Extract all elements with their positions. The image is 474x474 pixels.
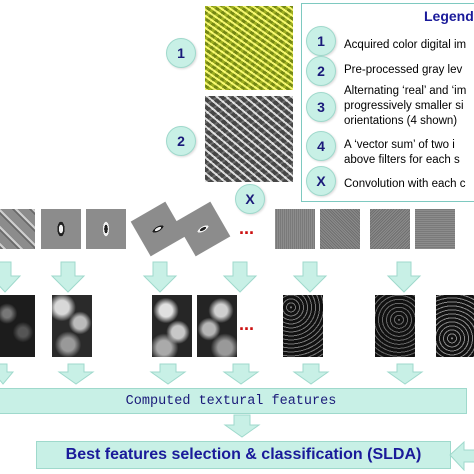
gabor-filter-7 <box>320 209 360 249</box>
feature-map-7 <box>436 295 474 357</box>
feature-map-4 <box>197 295 237 357</box>
computed-features-label: Computed textural features <box>125 393 337 409</box>
down-arrow-icon <box>0 363 15 385</box>
feature-map-3 <box>152 295 192 357</box>
gabor-filter-6 <box>275 209 315 249</box>
computed-features-bar: Computed textural features <box>0 388 467 414</box>
selection-classification-label: Best features selection & classification… <box>65 446 422 463</box>
grayscale-plant-image <box>205 96 293 182</box>
legend-text-4b: above filters for each s <box>344 154 460 166</box>
legend-text-3c: orientations (4 shown) <box>344 115 458 127</box>
gabor-filter-2 <box>41 209 81 249</box>
step-1-marker: 1 <box>166 38 196 68</box>
filter-ellipsis: ... <box>239 218 255 238</box>
down-arrow-icon <box>222 261 258 293</box>
legend-text-x: Convolution with each c <box>344 178 466 190</box>
legend-title: Legend: <box>424 8 474 24</box>
feature-map-6 <box>375 295 415 357</box>
gabor-filter-1 <box>0 209 35 249</box>
gabor-filter-9 <box>415 209 455 249</box>
down-arrow-icon <box>292 261 328 293</box>
step-2-marker: 2 <box>166 126 196 156</box>
arrow-row-1 <box>0 261 422 293</box>
selection-classification-bar: Best features selection & classification… <box>36 441 451 469</box>
feature-map-5 <box>283 295 323 357</box>
gabor-filter-8 <box>370 209 410 249</box>
color-plant-image <box>205 6 293 90</box>
legend-marker-4: 4 <box>306 131 336 161</box>
down-arrow-icon <box>50 261 86 293</box>
down-arrow-icon <box>0 261 22 293</box>
legend-box: Legend: 1 Acquired color digital im 2 Pr… <box>301 3 474 202</box>
feature-map-2 <box>52 295 92 357</box>
legend-marker-2: 2 <box>306 56 336 86</box>
arrow-to-selection <box>223 414 261 438</box>
legend-marker-1: 1 <box>306 26 336 56</box>
legend-text-3b: progressively smaller si <box>344 100 464 112</box>
left-arrow-icon <box>449 441 474 471</box>
arrow-row-2 <box>0 363 424 385</box>
down-arrow-icon <box>222 363 260 385</box>
convolution-marker: X <box>235 184 265 214</box>
gabor-filter-4 <box>130 201 186 257</box>
legend-text-3a: Alternating ‘real’ and ‘im <box>344 85 467 97</box>
legend-marker-x: X <box>306 166 336 196</box>
down-arrow-icon <box>223 414 261 438</box>
down-arrow-icon <box>386 261 422 293</box>
down-arrow-icon <box>292 363 330 385</box>
gabor-filter-5 <box>175 201 231 257</box>
feature-map-1 <box>0 295 35 357</box>
legend-marker-3: 3 <box>306 92 336 122</box>
legend-text-1: Acquired color digital im <box>344 39 467 51</box>
gabor-filter-3 <box>86 209 126 249</box>
legend-text-2: Pre-processed gray lev <box>344 64 463 76</box>
down-arrow-icon <box>386 363 424 385</box>
feature-ellipsis: ... <box>239 314 255 334</box>
legend-text-4a: A ‘vector sum’ of two i <box>344 139 455 151</box>
down-arrow-icon <box>149 363 187 385</box>
down-arrow-icon <box>142 261 178 293</box>
down-arrow-icon <box>57 363 95 385</box>
